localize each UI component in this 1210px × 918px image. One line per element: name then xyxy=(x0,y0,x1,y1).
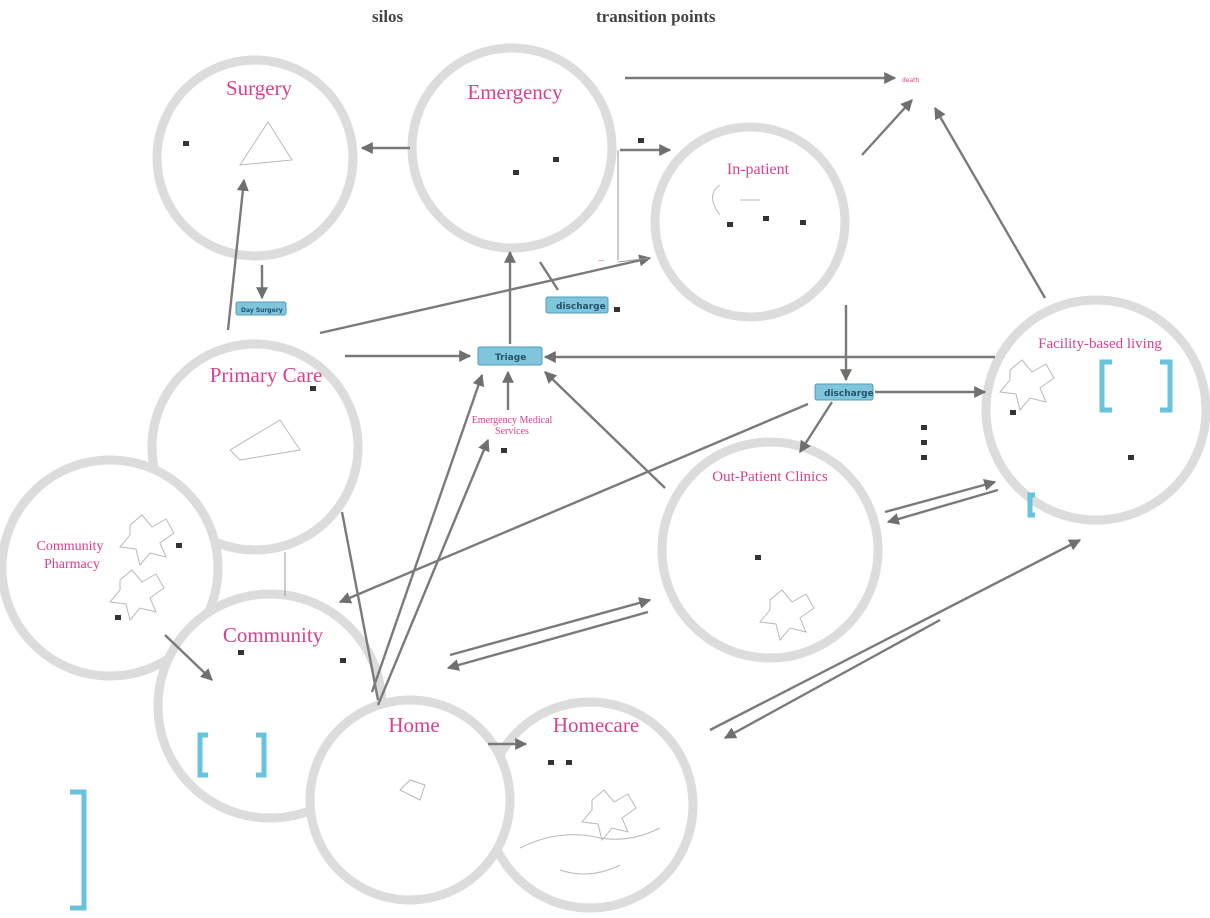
circles xyxy=(0,43,1210,913)
outpatient-circle xyxy=(657,437,883,663)
outpatient-title: Out-Patient Clinics xyxy=(712,469,828,485)
arrow-primary-to-surgery xyxy=(226,178,249,331)
day-surgery-tag: Day Surgery xyxy=(235,301,287,316)
discharge-top-tag: discharge xyxy=(545,296,609,314)
svg-text:death: death xyxy=(902,77,920,84)
triage-tag: Triage xyxy=(477,346,543,366)
arrow-primary-to-home xyxy=(340,511,380,701)
arrow-emergency-to-inpatient-low xyxy=(617,257,651,263)
emergency-title: Emergency xyxy=(467,80,563,104)
ems-title-2: Services xyxy=(495,426,529,437)
inpatient-title: In-patient xyxy=(727,161,790,178)
ems-title-1: Emergency Medical xyxy=(472,415,553,426)
arrow-primary-to-inpatient xyxy=(319,254,652,335)
facility-living-title: Facility-based living xyxy=(1038,336,1162,352)
silos-header: silos xyxy=(372,7,404,26)
transition-points-header: transition points xyxy=(596,7,716,26)
arrow-pharmacy-to-community xyxy=(164,634,213,681)
facility-living-circle xyxy=(981,295,1210,525)
arrow-outpatient-to-facility xyxy=(884,479,997,514)
discharge-right-tag: discharge xyxy=(814,383,874,401)
arrow-community-to-triage xyxy=(370,373,485,693)
arrow-emergency-to-discharge xyxy=(538,261,560,291)
arrow-inpatient-to-death xyxy=(861,99,913,156)
brackets xyxy=(70,359,1173,911)
community-title: Community xyxy=(223,623,324,647)
inpatient-circle xyxy=(650,122,850,322)
arrow-facility-to-outpatient xyxy=(886,488,999,525)
community-pharmacy-circle xyxy=(0,455,223,681)
arrow-outpatient-to-triage xyxy=(544,371,666,489)
community-pharmacy-title-1: Community xyxy=(37,539,104,554)
homecare-title: Homecare xyxy=(553,713,639,737)
primary-care-title: Primary Care xyxy=(210,363,323,387)
home-circle xyxy=(305,695,515,905)
primary-care-circle xyxy=(147,339,363,555)
arrow-homecare-to-facility xyxy=(709,538,1082,732)
svg-text:—: — xyxy=(598,257,604,264)
decorative-detail xyxy=(109,121,1055,875)
person-icons xyxy=(115,138,1134,765)
arrow-home-to-ems xyxy=(376,438,490,706)
svg-text:Day Surgery: Day Surgery xyxy=(241,307,283,314)
arrow-outpatient-to-home xyxy=(446,610,649,671)
community-pharmacy-title-2: Pharmacy xyxy=(44,557,100,572)
arrow-facility-to-death xyxy=(933,106,1047,299)
arrow-facility-to-homecare xyxy=(723,618,941,740)
arrow-home-to-outpatient xyxy=(449,597,652,657)
svg-text:Triage: Triage xyxy=(495,353,526,363)
arrow-discharge-to-community xyxy=(338,402,809,604)
svg-text:discharge: discharge xyxy=(556,302,606,312)
arrow-discharge-to-outpatient xyxy=(798,401,834,454)
svg-text:discharge: discharge xyxy=(824,389,874,399)
emergency-circle xyxy=(407,43,617,253)
transition-arrows xyxy=(164,72,1082,750)
surgery-title: Surgery xyxy=(226,76,293,100)
pink-markers: death — xyxy=(598,77,920,264)
surgery-circle xyxy=(152,55,358,261)
home-title: Home xyxy=(388,713,439,737)
